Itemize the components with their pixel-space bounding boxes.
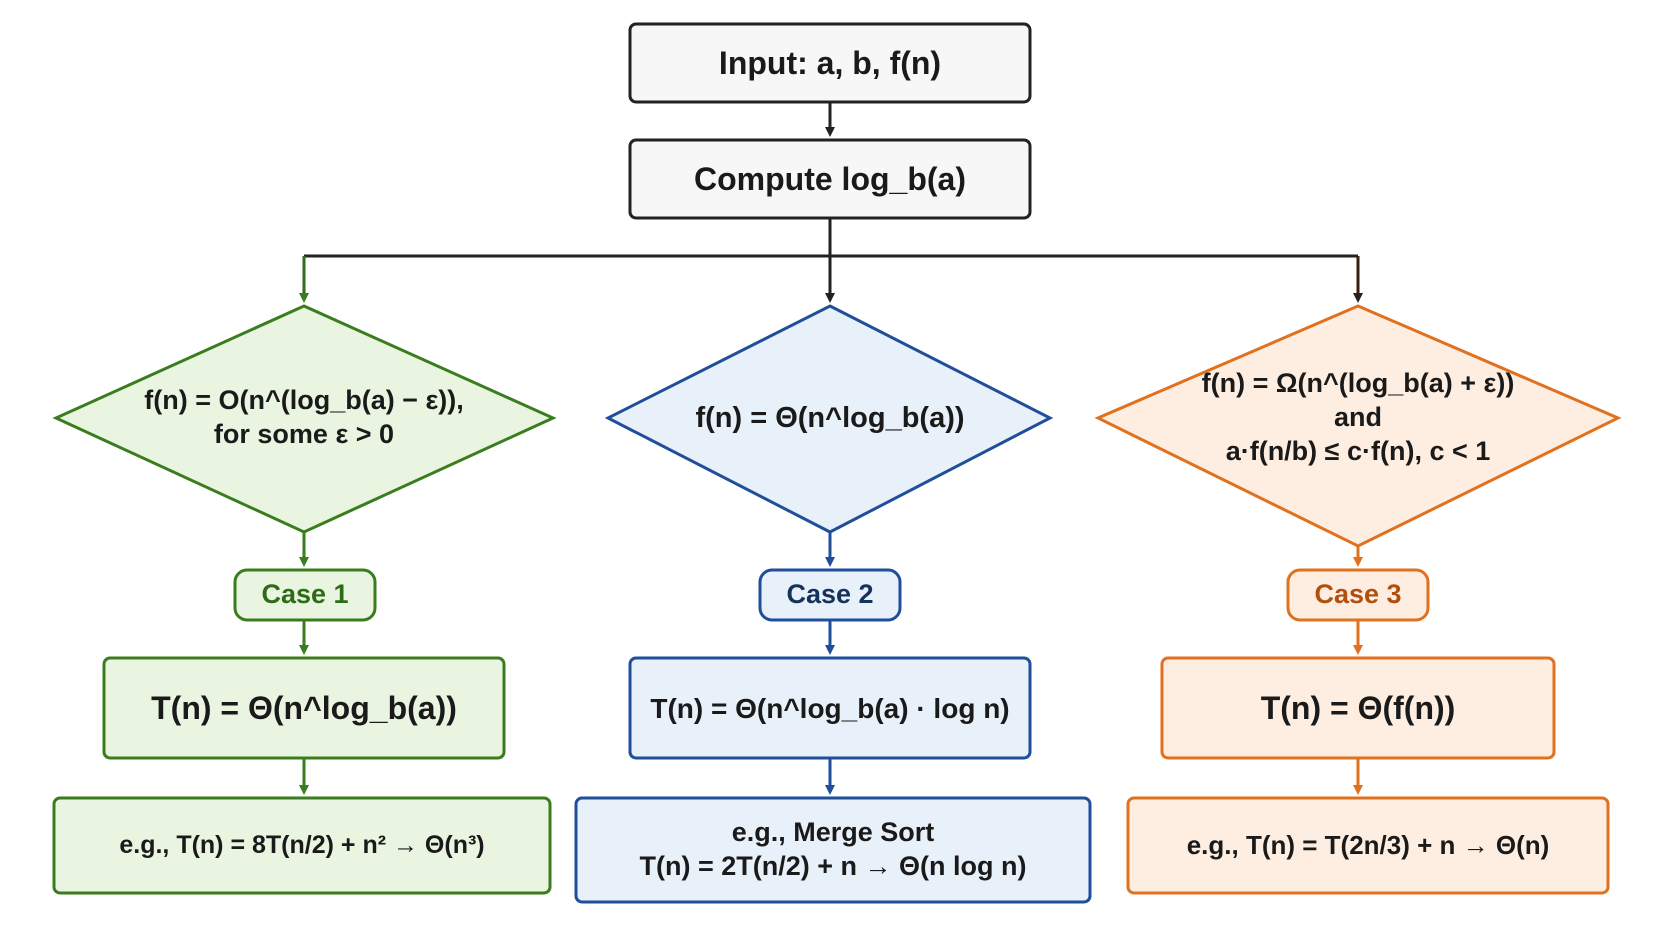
case1-condition-text: f(n) = O(n^(log_b(a) − ε)), for some ε >… xyxy=(144,385,464,449)
case2-condition-text: f(n) = Θ(n^log_b(a)) xyxy=(695,401,965,434)
compute-label: Compute log_b(a) xyxy=(694,161,966,197)
case3-label: Case 3 xyxy=(1314,579,1402,610)
case1-result-text: T(n) = Θ(n^log_b(a)) xyxy=(151,690,457,726)
case2-result-text: T(n) = Θ(n^log_b(a) · log n) xyxy=(650,692,1010,724)
case2-label: Case 2 xyxy=(786,579,874,610)
input-label: Input: a, b, f(n) xyxy=(718,45,942,81)
case3-condition-text: f(n) = Ω(n^(log_b(a) + ε)) and a·f(n/b) … xyxy=(1201,368,1515,466)
case1-example-text: e.g., T(n) = 8T(n/2) + n² → Θ(n³) xyxy=(119,830,485,859)
case2-example-text: e.g., Merge Sort T(n) = 2T(n/2) + n → Θ(… xyxy=(639,817,1027,881)
case1-label: Case 1 xyxy=(261,579,349,610)
case1-example-box xyxy=(52,796,552,895)
case3-example-text: e.g., T(n) = T(2n/3) + n → Θ(n) xyxy=(1186,830,1550,861)
case3-example-box xyxy=(1126,796,1610,895)
case3-result-text: T(n) = Θ(f(n)) xyxy=(1260,690,1456,726)
case2-example-box xyxy=(574,796,1092,904)
